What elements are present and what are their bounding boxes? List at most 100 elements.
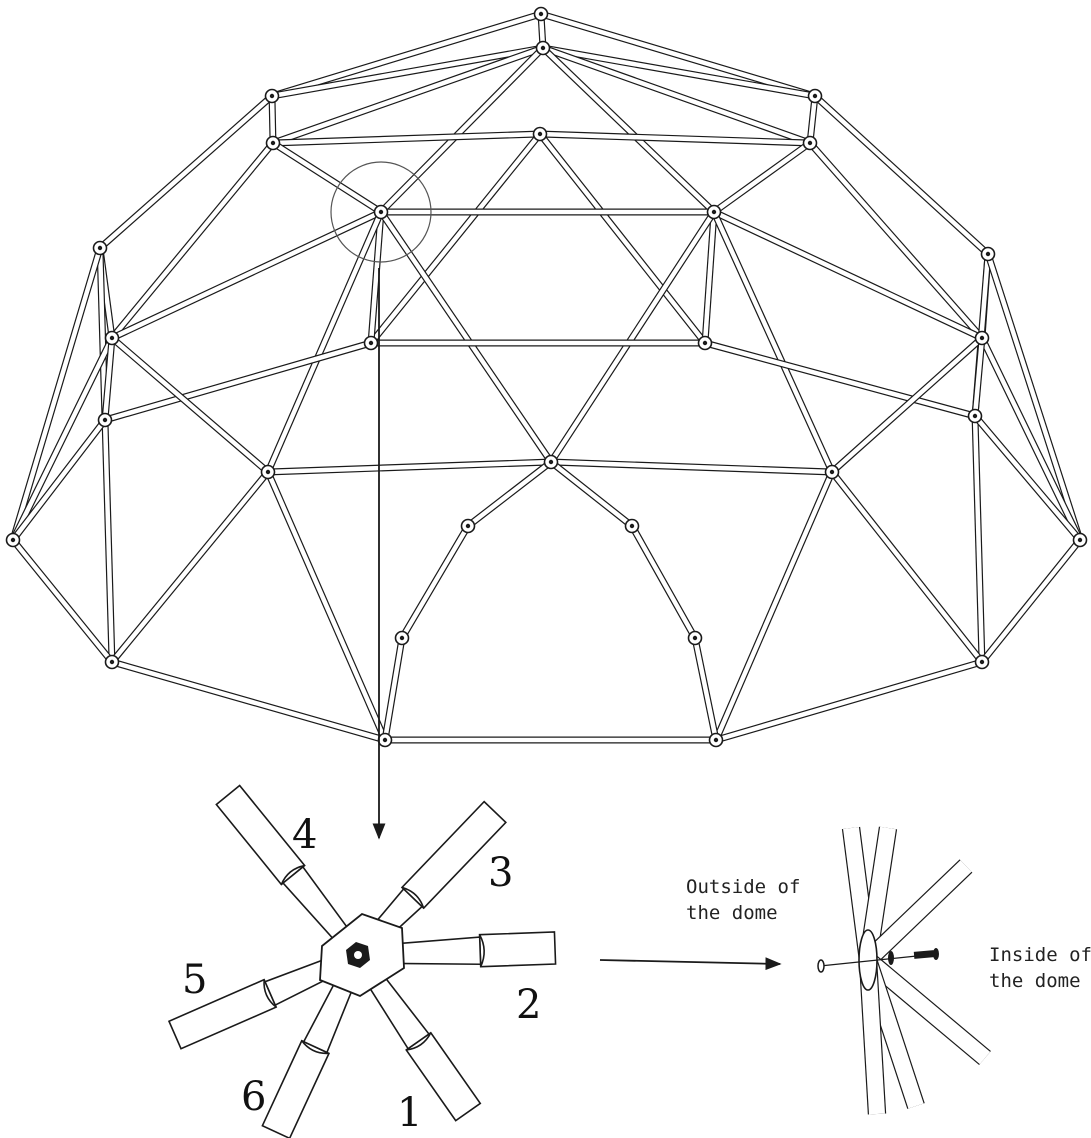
hub-bolt-dot bbox=[265, 469, 271, 475]
dome-strut-core bbox=[540, 11, 816, 99]
nut-outside bbox=[817, 959, 825, 973]
dome-strut-core bbox=[972, 337, 985, 417]
dome-strut-core bbox=[382, 637, 405, 741]
dome-strut-core bbox=[704, 340, 976, 419]
dome-strut-core bbox=[979, 337, 1083, 541]
dome-strut-core bbox=[269, 95, 276, 144]
hub-bolt-dot bbox=[382, 737, 388, 743]
dome-strut-core bbox=[702, 211, 717, 344]
dome-strut-core bbox=[630, 524, 697, 640]
hub-arm-joint-edge bbox=[478, 934, 485, 967]
hub-bolt-dot bbox=[465, 523, 471, 529]
dome-strut-core bbox=[542, 45, 811, 146]
dome-strut-core bbox=[265, 211, 384, 473]
hub-bolt-dot bbox=[378, 209, 384, 215]
dome-strut-core bbox=[807, 95, 818, 144]
outside-label-line-2: the dome bbox=[686, 902, 778, 924]
dome-strut-core bbox=[271, 11, 542, 99]
dome-strut-core bbox=[272, 45, 544, 146]
hub-bolt-dot bbox=[979, 659, 985, 665]
hub-bolt-dot bbox=[368, 340, 374, 346]
dome-strut-core bbox=[110, 336, 270, 474]
dome-strut-core bbox=[542, 45, 816, 99]
dome-strut-core bbox=[400, 524, 470, 640]
hub-bolt-dot bbox=[812, 93, 818, 99]
inside-of-dome-label: Inside of the dome bbox=[989, 942, 1091, 994]
dome-strut-core bbox=[111, 659, 386, 743]
washer bbox=[888, 951, 894, 965]
bolt-center bbox=[354, 951, 362, 959]
dome-strut-core bbox=[379, 210, 553, 464]
dome-strut-core bbox=[980, 538, 1082, 664]
dome-strut-core bbox=[110, 141, 275, 340]
dome-strut-core bbox=[10, 247, 103, 541]
dome-strut-core bbox=[267, 459, 552, 475]
outside-of-dome-label: Outside of the dome bbox=[686, 874, 800, 926]
dome-strut-core bbox=[104, 340, 372, 423]
inside-label-line-1: Inside of bbox=[989, 944, 1091, 966]
dome-strut-core bbox=[550, 459, 833, 475]
dome-strut-core bbox=[713, 209, 983, 341]
arm-label-2: 2 bbox=[516, 982, 542, 1028]
dome-strut-core bbox=[272, 131, 541, 146]
hub-bolt-dot bbox=[711, 209, 717, 215]
dome-strut-core bbox=[110, 470, 270, 664]
hub-arm-joint-edge bbox=[263, 979, 277, 1008]
dome-strut-core bbox=[538, 132, 707, 345]
hub-arm-joint-edge bbox=[280, 864, 305, 885]
hub-bolt-dot bbox=[269, 93, 275, 99]
hub-bolt-dot bbox=[537, 131, 543, 137]
outside-label-line-1: Outside of bbox=[686, 876, 801, 898]
dome-strut-core bbox=[539, 131, 811, 146]
dome-strut-core bbox=[379, 46, 545, 214]
hub-bolt-dot bbox=[538, 11, 544, 17]
dome-strut-core bbox=[985, 253, 1083, 541]
hub-bolt-dot bbox=[985, 251, 991, 257]
dome-strut-core bbox=[549, 210, 716, 464]
dome-strut-core bbox=[271, 141, 383, 214]
hub-bolt-dot bbox=[109, 659, 115, 665]
dome-strut-core bbox=[11, 538, 114, 664]
hub-bolt-dot bbox=[1077, 537, 1083, 543]
hub-arm-tube bbox=[261, 1039, 331, 1138]
hub-bolt-dot bbox=[399, 635, 405, 641]
dome-strut-core bbox=[98, 94, 274, 250]
dome-strut-core bbox=[102, 337, 115, 421]
dome-strut-core bbox=[813, 94, 990, 256]
hub-bolt-dot bbox=[109, 335, 115, 341]
dome-strut-core bbox=[711, 211, 835, 473]
dome-strut-core bbox=[271, 45, 544, 99]
hub-bolt-dot bbox=[702, 340, 708, 346]
dome-strut-core bbox=[466, 460, 553, 528]
hub-bolt-dot bbox=[102, 417, 108, 423]
arm-label-4: 4 bbox=[292, 812, 318, 858]
dome-strut-core bbox=[368, 211, 384, 344]
dome-strut-core bbox=[715, 659, 983, 743]
hub-bolt-dot bbox=[972, 413, 978, 419]
arm-label-1: 1 bbox=[397, 1090, 423, 1136]
arm-label-5: 5 bbox=[182, 957, 208, 1003]
hub-bolt-dot bbox=[540, 45, 546, 51]
side-view-tube-core bbox=[862, 860, 972, 966]
bolt-head bbox=[933, 948, 939, 960]
hub-bolt-dot bbox=[692, 635, 698, 641]
hub-arm-joint-edge bbox=[406, 1032, 432, 1051]
dome-strut-core bbox=[102, 419, 115, 663]
bolt-shaft bbox=[913, 950, 935, 959]
hub-bolt-dot bbox=[713, 737, 719, 743]
hub-arm-tube bbox=[478, 931, 557, 968]
dome-strut-core bbox=[972, 415, 985, 663]
hub-arm-joint-edge bbox=[401, 886, 425, 909]
dome-strut-core bbox=[830, 470, 984, 664]
hub-bolt-dot bbox=[829, 469, 835, 475]
inside-label-line-2: the dome bbox=[989, 970, 1081, 992]
dome-strut-core bbox=[11, 418, 107, 542]
hub-bolt-dot bbox=[270, 140, 276, 146]
hub-bolt-dot bbox=[548, 459, 554, 465]
dome-strut-core bbox=[369, 132, 542, 345]
dome-strut-core bbox=[808, 141, 984, 340]
dome-strut-core bbox=[692, 637, 719, 741]
hub-bolt-dot bbox=[807, 140, 813, 146]
hub-side-view bbox=[817, 826, 991, 1115]
hub-bolt-dot bbox=[10, 537, 16, 543]
